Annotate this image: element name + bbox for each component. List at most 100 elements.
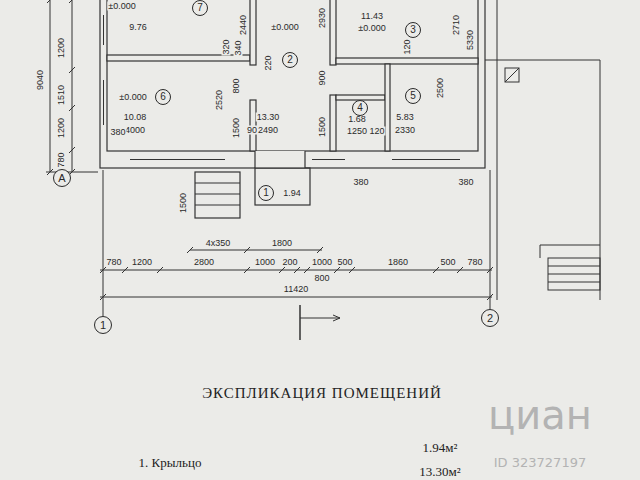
step [195, 193, 240, 194]
axis-line [490, 170, 491, 309]
dimension-label: 780 [57, 151, 66, 168]
room-number: 3 [405, 22, 421, 38]
dimension-label: 2330 [394, 126, 416, 135]
outer-wall [100, 0, 485, 168]
dimension-tick [47, 169, 53, 175]
dimension-label: 800 [232, 77, 241, 94]
dimension-label: 9.76 [128, 23, 148, 32]
annex-line [485, 60, 600, 61]
dimension-tick [69, 147, 75, 153]
room-number: 4 [352, 100, 368, 116]
porch-stairs [195, 172, 240, 218]
dimension-label: 380 [352, 178, 369, 187]
room-number-text: 5 [410, 91, 416, 101]
dimension-tick [157, 267, 163, 273]
watermark: ID 323727197 [493, 456, 587, 469]
dimension-label: ±0.000 [118, 93, 147, 102]
partition [336, 58, 478, 64]
explication-text: ЭКСПЛИКАЦИЯ ПОМЕЩЕНИЙ [201, 386, 443, 401]
dimension-label: 1200 [57, 117, 66, 139]
dimension-tick [457, 267, 463, 273]
dimension-label: 2500 [436, 77, 445, 99]
door-opening [255, 151, 305, 168]
dimension-label: 120 [403, 38, 412, 55]
dimension-ticks [47, 0, 493, 300]
dimension-tick [100, 294, 106, 300]
partition [250, 0, 256, 65]
dimension-label: 2490 [257, 126, 279, 135]
room-number-text: 1 [263, 188, 269, 198]
dimension-tick [317, 247, 323, 253]
dimension-tick [47, 0, 53, 3]
room-number-text: 1 [100, 320, 106, 331]
dimension-label: 2520 [215, 89, 224, 111]
dimension-tick [487, 267, 493, 273]
annex-line [540, 245, 600, 246]
dimension-label: 1800 [271, 239, 293, 248]
dimension-label: 10.08 [123, 113, 148, 122]
room-number-text: A [58, 173, 65, 184]
dimension-tick [279, 267, 285, 273]
dimension-label: 5330 [466, 29, 475, 51]
dimension-tick [69, 67, 75, 73]
dimension-label: 380 [109, 128, 126, 137]
dimension-tick [122, 267, 128, 273]
wall-end [304, 151, 305, 168]
axis-marker: 1 [94, 316, 112, 334]
dimension-tick [187, 247, 193, 253]
partition [107, 55, 250, 61]
dimension-label: 2800 [193, 258, 215, 267]
step [548, 274, 600, 275]
dimension-label: 1000 [254, 258, 276, 267]
vent-symbol [505, 68, 519, 82]
step [548, 266, 600, 267]
partition [330, 95, 336, 151]
dimension-line [190, 250, 322, 251]
wall-end [254, 151, 255, 168]
dimension-label: 2440 [239, 14, 248, 36]
axis-line [103, 170, 104, 316]
dimension-label: 13.30 [256, 113, 281, 122]
room-number: 6 [155, 89, 171, 105]
axis-marker: 2 [481, 309, 499, 327]
window [103, 80, 104, 125]
dimension-label: 380 [457, 178, 474, 187]
room-number: 1 [258, 185, 274, 201]
dimension-label: 11.43 [360, 12, 384, 21]
dimension-label: 340 [234, 39, 243, 56]
dimension-label: 500 [439, 258, 456, 267]
window [392, 159, 460, 160]
room-number-text: 4 [357, 103, 363, 113]
dimension-line [50, 0, 51, 172]
room-number: 7 [192, 0, 208, 16]
dimension-label: ±0.000 [357, 24, 386, 33]
dimension-label: 200 [281, 258, 298, 267]
explication-text: 1.94м² [422, 441, 459, 454]
dimension-label: 9040 [36, 69, 45, 91]
dimension-label: 320 [222, 38, 231, 55]
room-number: 2 [282, 52, 298, 68]
section-arrow [333, 315, 340, 321]
dimension-label: 1200 [57, 37, 66, 59]
dimension-tick [349, 267, 355, 273]
dimension-label: 780 [105, 258, 122, 267]
dimension-label: 1500 [232, 117, 241, 139]
dimension-line [72, 0, 73, 172]
dimension-label: 11420 [283, 285, 309, 294]
dimension-label: 1510 [57, 84, 66, 106]
dimension-label: 500 [336, 258, 353, 267]
dimension-label: 1500 [318, 116, 327, 138]
room-number: 5 [405, 88, 421, 104]
dimension-label: 220 [264, 54, 273, 71]
porch [255, 168, 310, 205]
dimension-label: ±0.000 [107, 2, 136, 11]
dimension-label: 2930 [318, 7, 327, 29]
section-arrow [300, 318, 340, 319]
dimension-label: 1860 [387, 258, 409, 267]
window [130, 159, 225, 160]
dimension-label: 120 [368, 127, 385, 136]
dimension-tick [100, 267, 106, 273]
room-number-text: 2 [287, 55, 293, 65]
room-number-text: 6 [160, 92, 166, 102]
dimension-tick [487, 294, 493, 300]
